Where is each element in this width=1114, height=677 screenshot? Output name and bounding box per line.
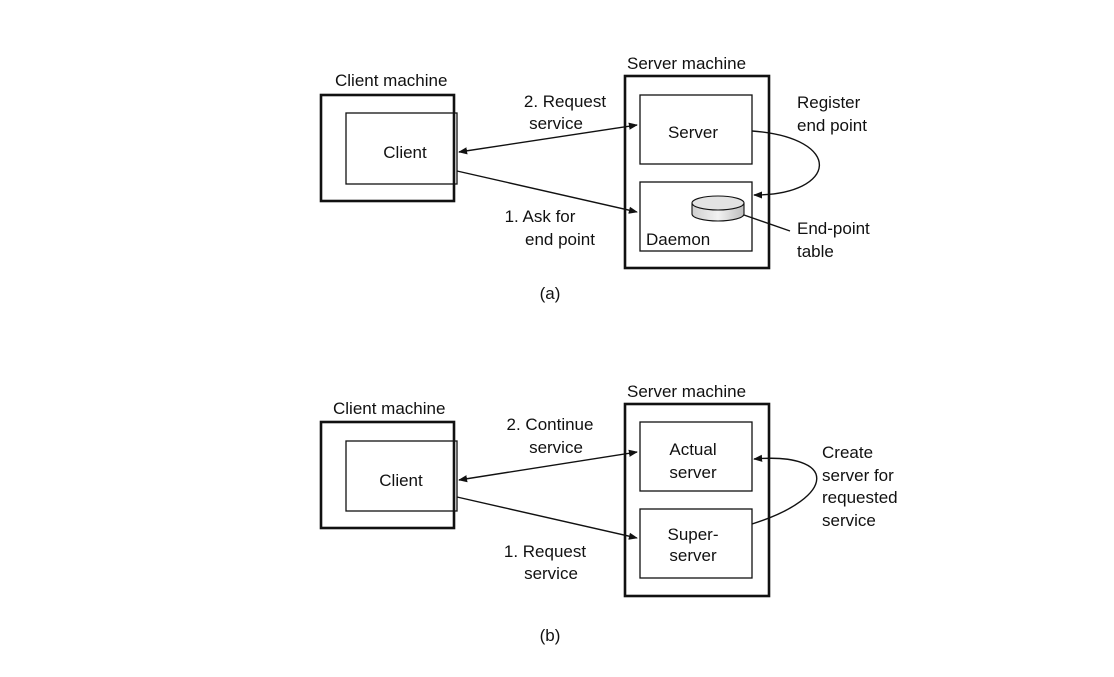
end-point-table-leader <box>743 214 791 232</box>
super-server-label-line1: Super- <box>667 525 718 544</box>
super-server-label-line2: server <box>669 546 717 565</box>
client-machine-title-b: Client machine <box>333 399 445 418</box>
diagram-a: Client machine Client Server machine Ser… <box>319 54 870 303</box>
super-server-box <box>639 508 753 579</box>
end-point-table-label-line2: table <box>797 242 834 261</box>
caption-b: (b) <box>540 626 561 645</box>
request-service-label-line2-a: service <box>529 114 583 133</box>
server-box-a <box>639 94 753 165</box>
ask-end-point-arrow <box>456 170 638 214</box>
end-point-table-disk <box>691 195 745 222</box>
daemon-label-a: Daemon <box>646 230 710 249</box>
daemon-box-a <box>639 181 753 252</box>
request-service-arrow-b <box>456 496 638 540</box>
actual-server-label-line2: server <box>669 463 717 482</box>
server-machine-box-a <box>623 74 771 270</box>
server-machine-title-a: Server machine <box>627 54 746 73</box>
create-server-label-line4: service <box>822 511 876 530</box>
ask-end-point-label-line2: end point <box>525 230 595 249</box>
request-service-label-line2-b: service <box>524 564 578 583</box>
actual-server-box <box>639 421 753 492</box>
actual-server-label-line1: Actual <box>669 440 716 459</box>
register-end-point-arrow <box>751 130 821 199</box>
continue-service-label-line1: 2. Continue <box>507 415 594 434</box>
server-machine-box-b <box>623 402 771 598</box>
client-machine-box-a <box>319 93 456 203</box>
client-box-a <box>345 112 458 185</box>
register-end-point-label-line1: Register <box>797 93 861 112</box>
continue-service-arrow <box>458 449 638 483</box>
continue-service-label-line2: service <box>529 438 583 457</box>
client-label-b: Client <box>379 471 423 490</box>
request-service-label-line1-a: 2. Request <box>524 92 606 111</box>
server-machine-title-b: Server machine <box>627 382 746 401</box>
create-server-label-line1: Create <box>822 443 873 462</box>
request-service-arrow-a <box>458 122 638 155</box>
register-end-point-label-line2: end point <box>797 116 867 135</box>
client-machine-title-a: Client machine <box>335 71 447 90</box>
client-machine-box-b <box>319 420 456 530</box>
client-label-a: Client <box>383 143 427 162</box>
client-box-b <box>345 440 458 512</box>
create-server-label-line3: requested <box>822 488 898 507</box>
server-label-a: Server <box>668 123 718 142</box>
diagram-b: Client machine Client Server machine Act… <box>319 382 898 645</box>
ask-end-point-label-line1: 1. Ask for <box>505 207 576 226</box>
create-server-arrow <box>751 454 818 525</box>
end-point-table-label-line1: End-point <box>797 219 870 238</box>
caption-a: (a) <box>540 284 561 303</box>
create-server-label-line2: server for <box>822 466 894 485</box>
request-service-label-line1-b: 1. Request <box>504 542 586 561</box>
